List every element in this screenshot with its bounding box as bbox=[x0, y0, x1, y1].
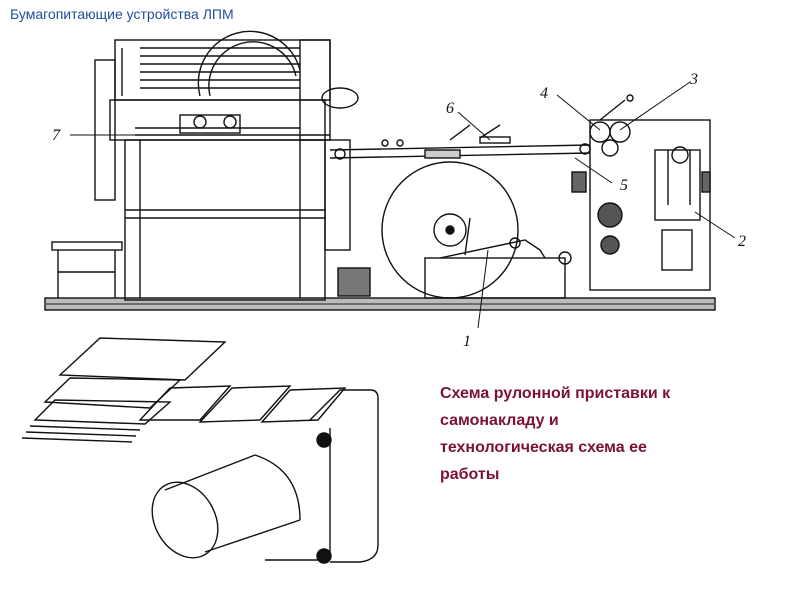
roll-cylinder bbox=[151, 454, 301, 559]
page-title: Бумагопитающие устройства ЛПМ bbox=[10, 6, 234, 22]
web-path bbox=[309, 389, 379, 563]
caption-line: Схема рулонной приставки к bbox=[440, 385, 671, 402]
callout-3: 3 bbox=[689, 71, 698, 88]
side-table bbox=[51, 241, 123, 298]
infeed-table bbox=[135, 114, 330, 136]
sheet-stack bbox=[21, 337, 347, 443]
printing-unit bbox=[571, 94, 711, 291]
diagram-caption: Схема рулонной приставки к самонакладу и… bbox=[440, 380, 760, 488]
paper-reel bbox=[337, 161, 572, 299]
conveyor-belt bbox=[329, 124, 591, 160]
caption-line: самонакладу и bbox=[440, 412, 559, 429]
callout-5: 5 bbox=[620, 177, 628, 194]
callout-1: 1 bbox=[463, 333, 471, 350]
caption-line: технологическая схема ее bbox=[440, 439, 647, 456]
feeder-frame bbox=[94, 30, 359, 301]
callout-numbers: 1 2 3 4 5 6 7 bbox=[52, 71, 746, 350]
tech-scheme bbox=[21, 337, 379, 564]
callout-6: 6 bbox=[446, 100, 454, 117]
callout-7: 7 bbox=[52, 127, 61, 144]
caption-line: работы bbox=[440, 466, 500, 483]
callout-2: 2 bbox=[738, 233, 746, 250]
callout-4: 4 bbox=[540, 85, 548, 102]
callout-leaders bbox=[70, 81, 736, 329]
